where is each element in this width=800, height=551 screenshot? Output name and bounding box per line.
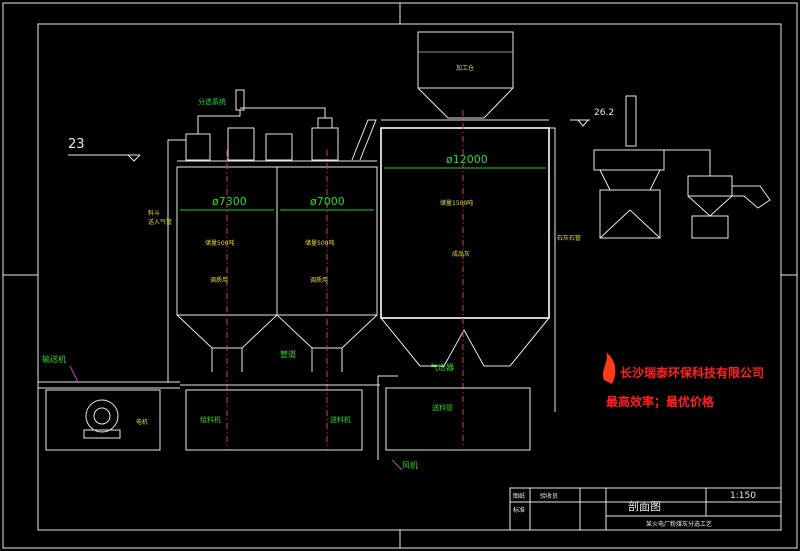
pipe-label: 管道	[280, 349, 296, 359]
project-name: 某火电厂粉煤灰分选工艺	[646, 520, 712, 528]
dim-label-1: ø7300	[212, 195, 247, 208]
dim-label-2: ø7000	[310, 195, 345, 208]
dust-unit-cyclone-cone	[687, 195, 733, 217]
silo1-note-2: 调质用	[210, 276, 228, 284]
drawing-name: 剖面图	[628, 499, 661, 513]
dust-unit-top	[593, 149, 665, 171]
right-riser-pipe	[549, 127, 556, 412]
dust-unit-cyclone-frame	[691, 215, 729, 239]
title-cell-3: 验收员	[540, 492, 558, 500]
inner-border	[37, 23, 782, 531]
pit-right	[385, 387, 531, 451]
fan-pipe	[377, 375, 398, 460]
conveyor-leader	[69, 365, 79, 383]
conveyor-label: 输送机	[42, 354, 66, 364]
silo2-note-1: 储量500吨	[305, 239, 334, 247]
top-hopper-cone	[417, 87, 514, 119]
lower-conveyor-label-2: 送料机	[330, 415, 351, 424]
separator-duct	[197, 110, 241, 134]
elevation-arrow-left	[127, 154, 141, 162]
big-silo-body	[380, 127, 550, 319]
elevation-label-right: 26.2	[594, 108, 614, 118]
dust-unit-duct	[664, 149, 711, 176]
separator-unit-3	[265, 133, 293, 161]
silo-cones	[176, 314, 378, 349]
lower-conveyor-label: 给料机	[200, 415, 221, 424]
gas-pipe-label: 气送器	[430, 362, 454, 372]
separator-unit-2	[227, 127, 255, 161]
dust-unit-brace	[599, 209, 661, 239]
silo2-note-2: 调质用	[310, 276, 328, 284]
big-silo-cones	[380, 317, 550, 367]
elevation-label-left: 23	[68, 137, 85, 152]
flame-icon	[603, 352, 616, 384]
company-slogan: 最高效率；最优价格	[606, 394, 715, 409]
motor-label: 电机	[136, 418, 148, 426]
separator-unit-1	[185, 133, 211, 161]
inclined-conveyor	[351, 119, 377, 161]
motor-base	[83, 429, 121, 439]
side-label-left2: 送入气管	[148, 218, 172, 226]
chimney	[235, 89, 245, 111]
motor-wheel	[85, 399, 119, 433]
title-block	[509, 487, 782, 531]
top-hopper	[417, 31, 514, 89]
side-label-left: 料斗	[148, 209, 160, 217]
pit-middle	[185, 389, 363, 451]
dust-unit-hopper	[599, 169, 661, 191]
cyclone-top	[317, 117, 333, 128]
motor-hub	[93, 407, 111, 425]
drawing-scale: 1:150	[730, 491, 756, 501]
big-silo-note-2: 成品灰	[452, 250, 470, 258]
separator-label: 分选系统	[198, 97, 226, 106]
separator-unit-4	[311, 127, 339, 161]
dust-unit-cyclone-top	[687, 175, 733, 197]
top-hopper-label: 加工仓	[456, 64, 474, 72]
title-cell-1: 图纸	[513, 492, 525, 500]
lift-pipe-left	[167, 139, 186, 382]
dust-unit-frame	[599, 189, 661, 239]
elevation-arrow-right	[577, 119, 589, 127]
pit-left	[45, 389, 161, 451]
dust-unit-outlet	[732, 185, 771, 209]
small-pipe-label: 送料管	[432, 403, 453, 412]
title-cell-2: 标准	[513, 506, 525, 514]
company-name: 长沙瑞泰环保科技有限公司	[620, 365, 764, 380]
silo1-note-1: 储量500吨	[205, 239, 234, 247]
fan-label: 风机	[402, 460, 418, 470]
separator-duct-2	[240, 107, 326, 118]
big-silo-note-1: 储量1500吨	[440, 199, 473, 207]
right-riser-label: 石灰石管	[557, 234, 581, 242]
dim-label-3: ø12000	[446, 153, 488, 166]
fan-leader	[391, 459, 403, 471]
dust-unit-stack	[625, 95, 637, 147]
